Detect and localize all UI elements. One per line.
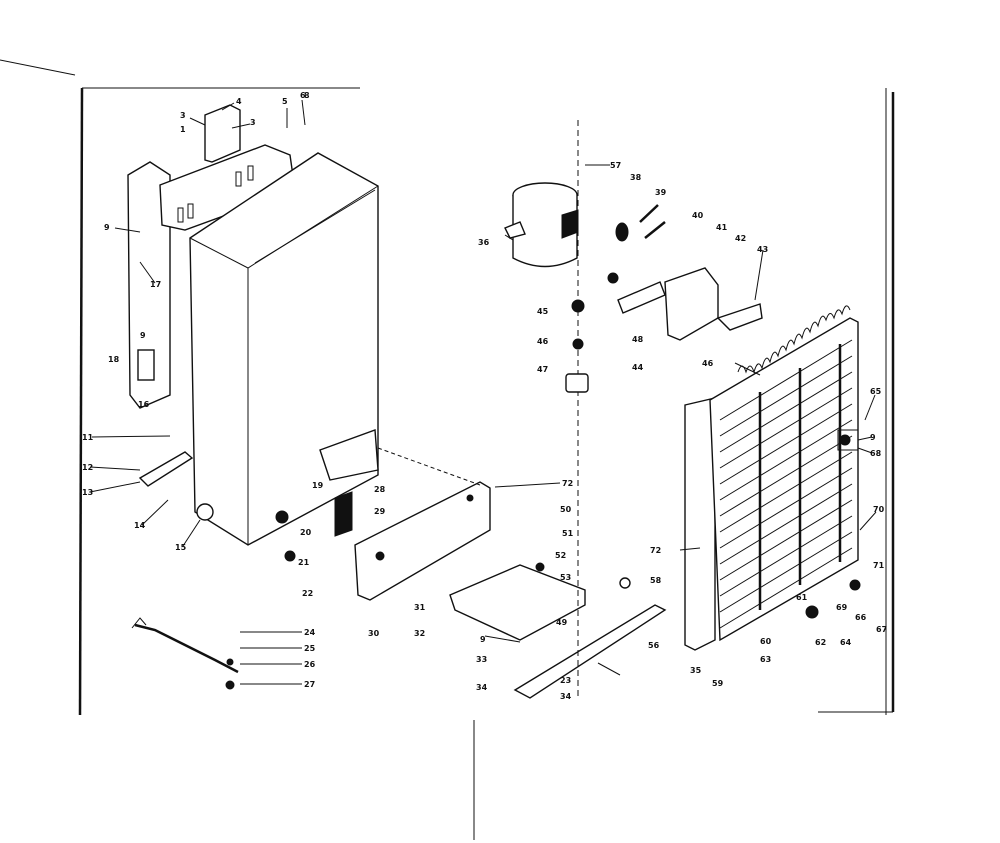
callout-label: 4	[236, 97, 242, 106]
callout-label: 48	[632, 335, 644, 344]
callout-label: 3	[180, 111, 186, 120]
compressor	[504, 120, 589, 700]
callout-label: 70	[873, 505, 885, 514]
callout-label: 19	[312, 481, 324, 490]
callout-label: 36	[478, 238, 490, 247]
machine-compartment-panel	[354, 447, 491, 601]
callout-label: 64	[840, 638, 852, 647]
leader-lines	[89, 99, 877, 685]
callout-label: 44	[632, 363, 644, 372]
callout-label: 46	[702, 359, 714, 368]
callout-label: 3	[250, 118, 256, 127]
callout-label: 12	[82, 463, 93, 472]
callout-label: 18	[108, 355, 120, 364]
callout-label: 26	[304, 660, 316, 669]
callout-label: 66	[855, 613, 867, 622]
callout-label: 63	[760, 655, 771, 664]
callout-label: 32	[414, 629, 425, 638]
callout-labels: 3 4 3 5 6 1 9 17 9 18 16 11 12 13 14 15 …	[82, 91, 887, 701]
callout-label: 46	[537, 337, 549, 346]
callout-label: 28	[374, 485, 386, 494]
callout-label: 57	[610, 161, 621, 170]
callout-label: 62	[815, 638, 826, 647]
callout-label: 24	[304, 628, 316, 637]
callout-label: 9	[870, 433, 876, 442]
callout-label: 69	[836, 603, 848, 612]
callout-label: 51	[562, 529, 574, 538]
callout-label: 43	[757, 245, 768, 254]
callout-label: 31	[414, 603, 426, 612]
callout-label: 72	[650, 546, 661, 555]
callout-label: 58	[650, 576, 662, 585]
callout-label: 45	[537, 307, 549, 316]
callout-label: 9	[104, 223, 110, 232]
callout-label: 20	[300, 528, 312, 537]
callout-label: 50	[560, 505, 572, 514]
callout-label: 34	[476, 683, 488, 692]
callout-label: 27	[304, 680, 315, 689]
callout-label: 41	[716, 223, 728, 232]
callout-label: 6	[300, 91, 306, 100]
callout-label: 29	[374, 507, 386, 516]
callout-label: 34	[560, 692, 572, 701]
lower-left-parts	[131, 451, 353, 690]
callout-label: 59	[712, 679, 724, 688]
callout-label: 16	[138, 400, 150, 409]
callout-label: 30	[368, 629, 380, 638]
callout-label: 71	[873, 561, 885, 570]
callout-label: 9	[140, 331, 146, 340]
callout-label: 25	[304, 644, 316, 653]
callout-label: 11	[82, 433, 94, 442]
relay-overload	[607, 204, 763, 341]
callout-label: 9	[480, 635, 486, 644]
callout-label: 15	[175, 543, 187, 552]
cabinet-liner	[189, 152, 379, 546]
callout-label: 14	[134, 521, 146, 530]
callout-label: 49	[556, 618, 568, 627]
callout-label: 39	[655, 188, 667, 197]
callout-label: 21	[298, 558, 310, 567]
condenser-coil	[684, 305, 861, 651]
callout-label: 5	[282, 97, 288, 106]
compressor-base	[449, 562, 667, 699]
callout-label: 40	[692, 211, 704, 220]
callout-label: 47	[537, 365, 548, 374]
callout-label: 61	[796, 593, 808, 602]
callout-label: 1	[180, 125, 186, 134]
callout-label: 38	[630, 173, 642, 182]
page-border	[0, 59, 895, 840]
callout-label: 23	[560, 676, 571, 685]
callout-label: 68	[870, 449, 882, 458]
callout-label: 13	[82, 488, 93, 497]
callout-label: 42	[735, 234, 746, 243]
callout-label: 52	[555, 551, 566, 560]
callout-label: 33	[476, 655, 487, 664]
callout-label: 17	[150, 280, 161, 289]
callout-label: 56	[648, 641, 660, 650]
callout-label: 72	[562, 479, 573, 488]
callout-label: 53	[560, 573, 571, 582]
coil-tubes	[719, 339, 853, 629]
callout-label: 8	[304, 91, 310, 100]
callout-label: 60	[760, 637, 772, 646]
callout-label: 67	[876, 625, 887, 634]
callout-label: 22	[302, 589, 313, 598]
callout-label: 35	[690, 666, 702, 675]
callout-label: 65	[870, 387, 882, 396]
